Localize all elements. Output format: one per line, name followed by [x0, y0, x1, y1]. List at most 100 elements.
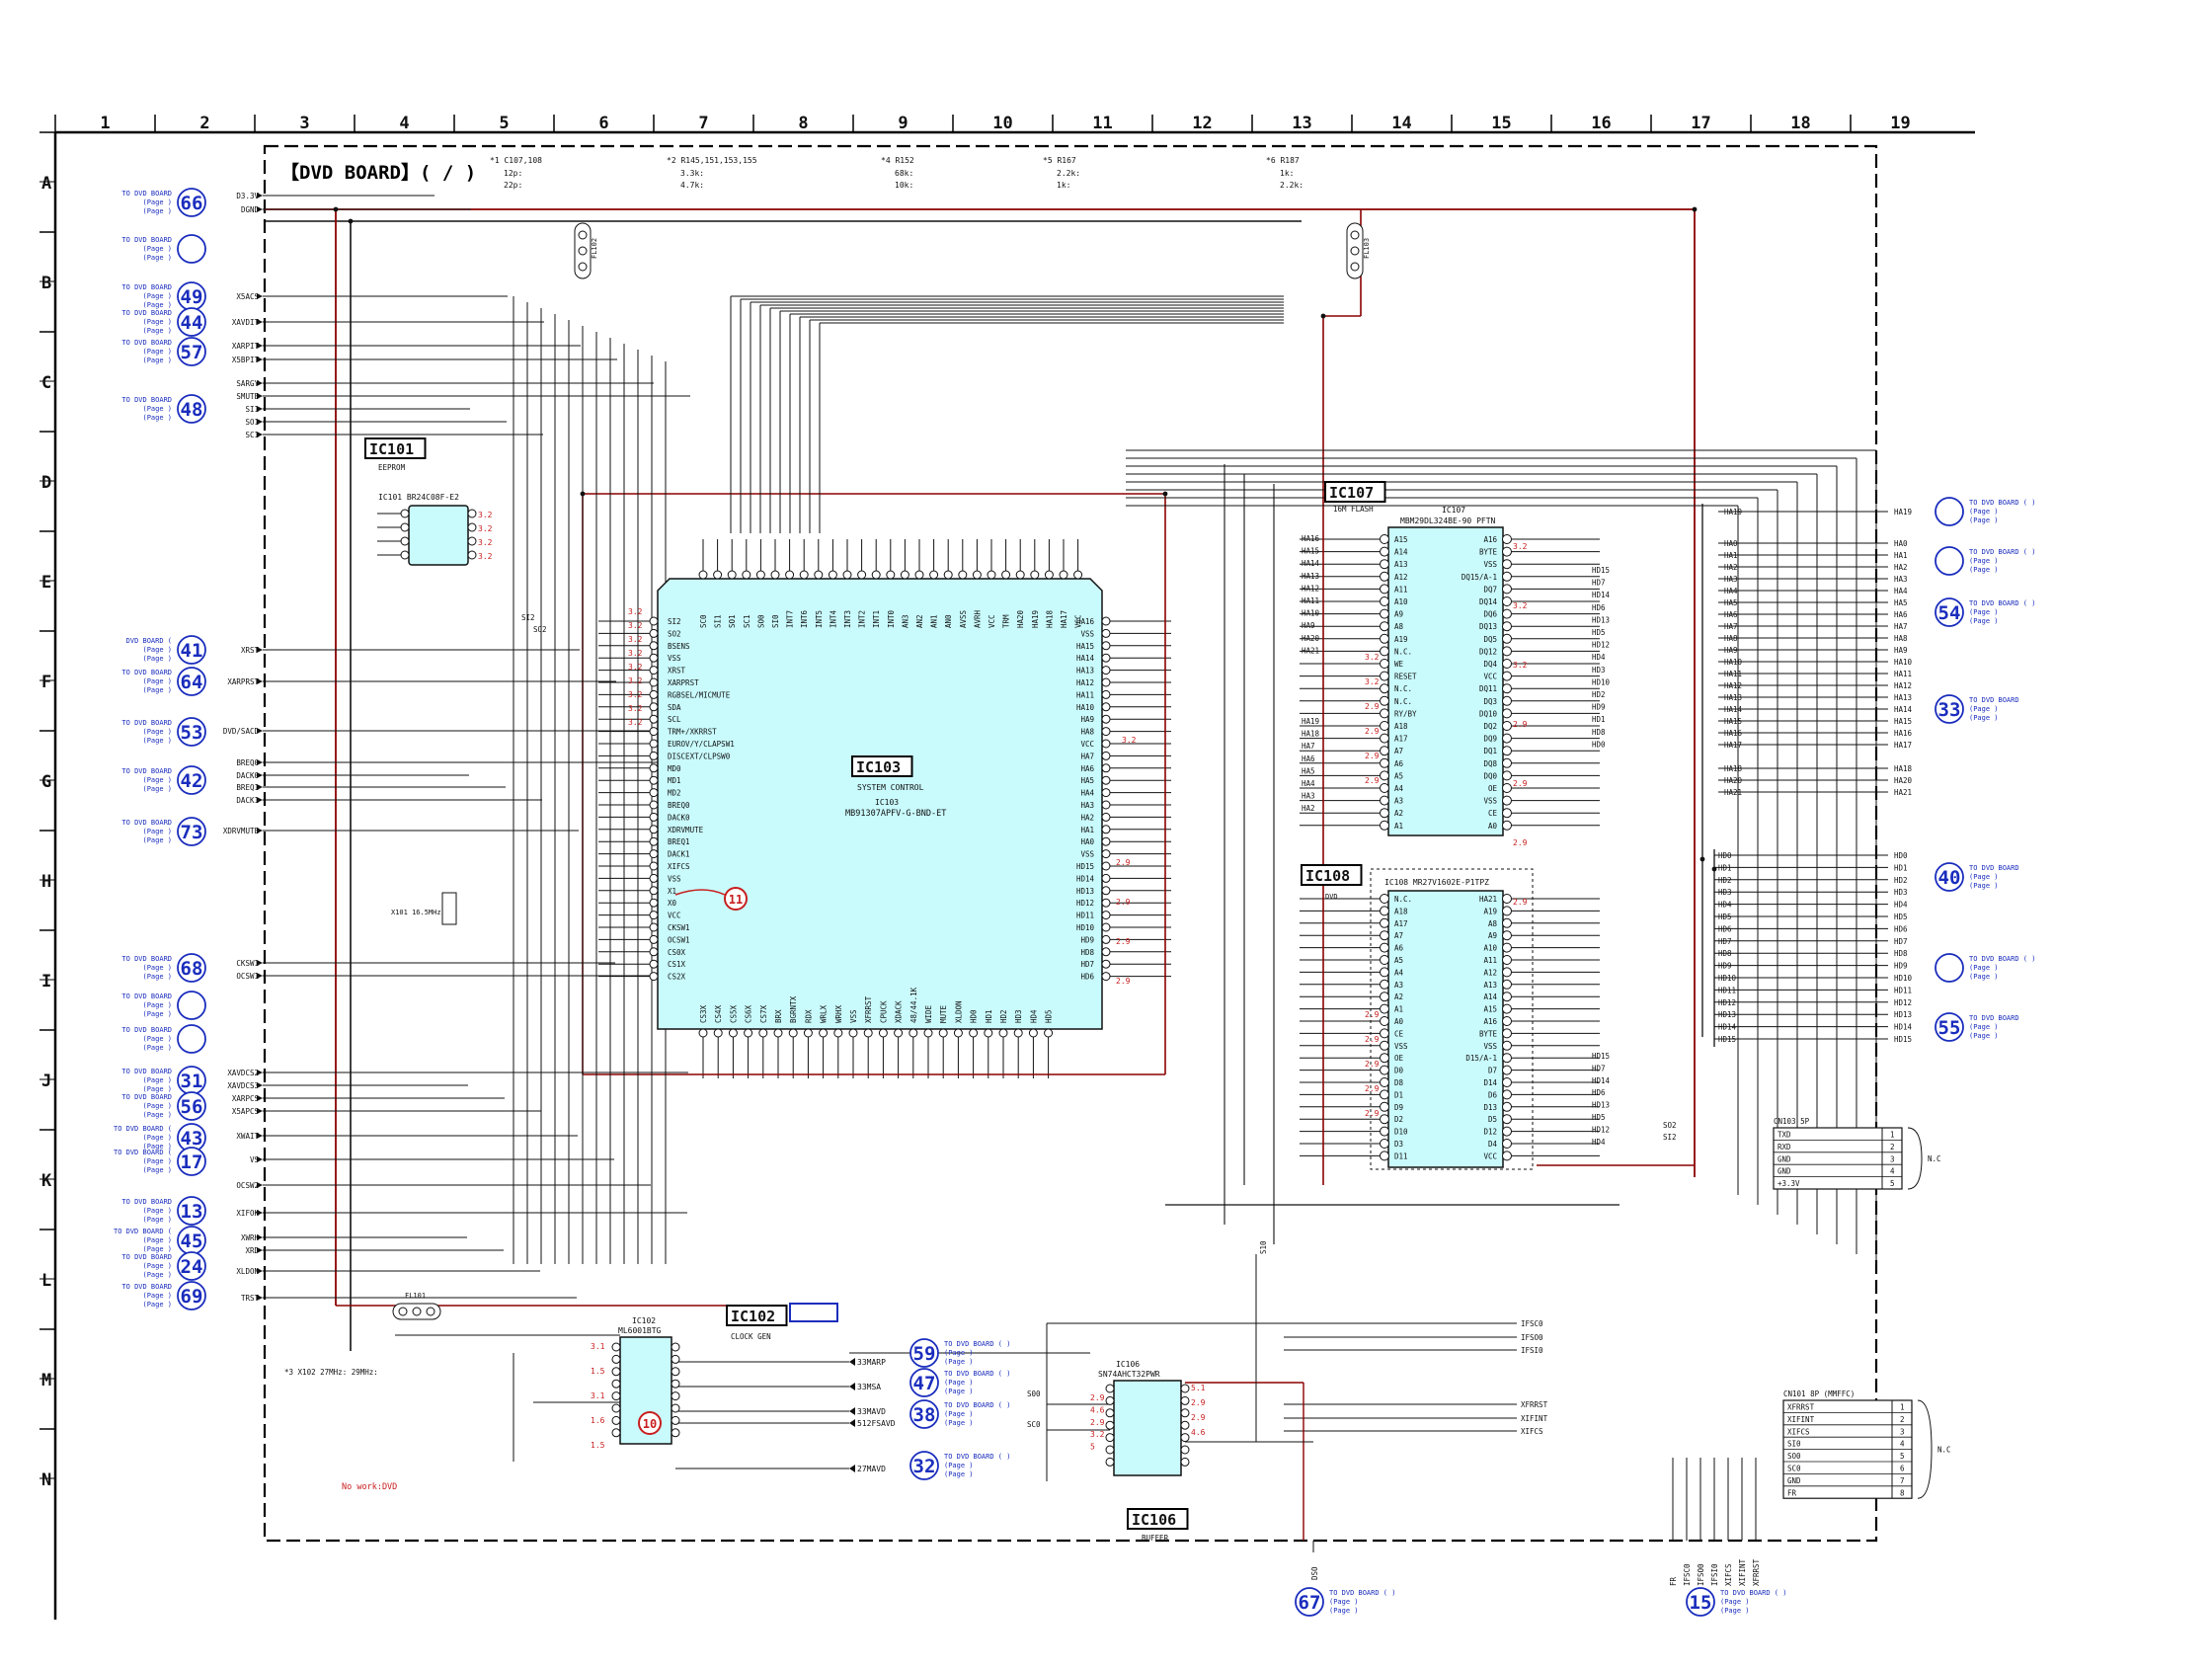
pin: [1502, 967, 1512, 978]
connector-page: (Page ): [944, 1470, 974, 1478]
bus-label: HD5: [1592, 1113, 1606, 1122]
right-bus-left: HA18: [1724, 764, 1743, 773]
pin: [914, 570, 924, 580]
pin: [611, 1354, 621, 1364]
bus-label: HD8: [1592, 728, 1606, 737]
ic107-pin-right: DQ14: [1479, 597, 1498, 606]
pin: [1101, 616, 1111, 626]
ic103-pin-top: HA20: [1016, 609, 1025, 628]
column-label: 12: [1192, 114, 1212, 133]
connector-page: (Page ): [1969, 882, 1999, 890]
arrow: [257, 432, 263, 437]
connector-page: (Page ): [944, 1358, 974, 1366]
ic103-pin-left: XARPRST: [668, 678, 699, 687]
pin: [1502, 596, 1512, 606]
junction-dot: [580, 491, 586, 497]
ic103-pin-bottom: XDACK: [895, 1000, 904, 1023]
ic101-part: IC101 BR24C08F-E2: [378, 493, 459, 502]
voltage-label: 5.1: [1191, 1384, 1206, 1392]
left-signal: VS: [250, 1155, 260, 1164]
right-bus-left: HA8: [1724, 634, 1738, 643]
pin: [649, 689, 659, 699]
pin: [1044, 1028, 1054, 1038]
connector-circle: [177, 394, 206, 424]
ic107-pin-left: WE: [1394, 660, 1404, 669]
right-bus-right: HA7: [1894, 622, 1908, 631]
connector-number: 45: [181, 1230, 203, 1252]
arrow: [257, 1234, 263, 1240]
pin: [1380, 1016, 1389, 1026]
pin: [671, 1342, 680, 1352]
column-label: 5: [499, 114, 509, 133]
pin: [894, 1028, 904, 1038]
ic103-pin-top: AN0: [944, 614, 953, 628]
ic103-pin-top: SI1: [714, 614, 723, 628]
pin: [1105, 1408, 1115, 1418]
right-bus-left: HA14: [1724, 705, 1743, 714]
ic108-part: IC108 MR27V1602E-P1TPZ: [1384, 878, 1489, 887]
connector-dest: TO DVD BOARD ( ): [1969, 955, 2035, 963]
pin: [1380, 708, 1389, 719]
connector-number: 38: [913, 1404, 936, 1426]
ic-tag-box: [364, 437, 427, 459]
clock-signal: 27MAVD: [857, 1465, 886, 1473]
pin: [1502, 608, 1512, 619]
ic103-pin-right: HA2: [1080, 813, 1094, 822]
connector-dest: TO DVD BOARD: [1969, 1014, 2019, 1022]
pin: [467, 536, 477, 546]
connector-circle: [1295, 1587, 1324, 1617]
voltage-label: 2.9: [1116, 898, 1131, 907]
right-bus-left: HD6: [1718, 924, 1732, 933]
pin: [649, 666, 659, 675]
connector-page: (Page ): [1969, 608, 1999, 616]
column-label: 17: [1691, 114, 1710, 133]
connector-dest: TO DVD BOARD: [121, 236, 172, 244]
voltage-label: 2.9: [1365, 1010, 1380, 1019]
bus-label: HA4: [1302, 779, 1315, 788]
pin: [1101, 666, 1111, 675]
connector-page: (Page ): [142, 1085, 172, 1093]
ic103-pin-top: AVRH: [973, 609, 982, 628]
pin: [1180, 1384, 1190, 1393]
connector-dest: TO DVD BOARD: [121, 669, 172, 676]
right-bus-left: HA3: [1724, 575, 1738, 584]
ic107-pin-left: A2: [1394, 809, 1403, 818]
ic-tag: IC106: [1132, 1511, 1176, 1529]
connector-number: 69: [181, 1286, 203, 1308]
ic103-pin-bottom: WRLX: [820, 1004, 829, 1023]
junction-dot: [1320, 313, 1326, 319]
pin: [1380, 942, 1389, 953]
clock-signal: 512FSAVD: [857, 1419, 896, 1428]
left-signal: SC1: [245, 431, 259, 439]
s-label: SC0: [1027, 1420, 1041, 1429]
ic107-pin-right: DQ11: [1479, 684, 1497, 693]
connector-pin: XFRRST: [1787, 1403, 1815, 1412]
ic103-pin-right: HA9: [1080, 715, 1094, 724]
connector-page: (Page ): [1969, 557, 1999, 565]
ic108-pin-left: A0: [1394, 1017, 1404, 1026]
ic103-pin-left: XRST: [668, 667, 686, 675]
connector-page: (Page ): [944, 1349, 974, 1357]
filter-pin: [578, 230, 588, 240]
left-signal: X5ACS: [236, 292, 259, 301]
voltage-label: 3.2: [628, 621, 643, 630]
arrow: [257, 1210, 263, 1216]
pin: [1380, 659, 1389, 669]
right-bus-right: HA3: [1894, 575, 1908, 584]
row-label: G: [41, 772, 51, 792]
pin: [649, 763, 659, 773]
pin: [1502, 942, 1512, 953]
ic103-pin-top: AN3: [901, 614, 909, 628]
left-connector: TO DVD BOARD(Page )(Page ): [121, 1024, 206, 1054]
left-signal: SI1: [245, 405, 259, 414]
arrow: [849, 1383, 855, 1390]
right-bus-right: HA14: [1894, 705, 1913, 714]
pin: [1101, 702, 1111, 712]
ic103-pin-right: VSS: [1080, 629, 1094, 638]
note-line: 4.7k:: [680, 181, 704, 190]
